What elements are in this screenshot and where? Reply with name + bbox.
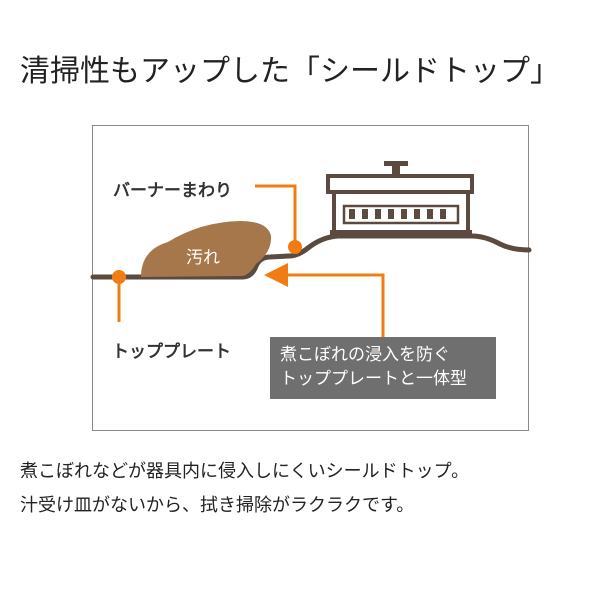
callout-line-2: トッププレートと一体型 xyxy=(280,369,467,389)
burner-icon xyxy=(326,161,474,236)
burner-area-label: バーナーまわり xyxy=(113,181,232,201)
burner-area-marker xyxy=(288,240,302,254)
top-plate-marker xyxy=(112,270,126,284)
description-line-2: 汁受け皿がないから、拭き掃除がラクラクです。 xyxy=(20,495,415,516)
arrow-connector xyxy=(282,273,385,337)
callout-box: 煮こぼれの浸入を防ぐ トッププレートと一体型 xyxy=(270,337,496,399)
arrow-head-icon xyxy=(264,263,288,287)
top-plate-surface xyxy=(90,233,532,280)
description: 煮こぼれなどが器具内に侵入しにくいシールドトップ。 汁受け皿がないから、拭き掃除… xyxy=(20,455,469,523)
description-line-1: 煮こぼれなどが器具内に侵入しにくいシールドトップ。 xyxy=(20,461,470,482)
page-title: 清掃性もアップした「シールドトップ」 xyxy=(20,54,560,89)
top-plate-label: トッププレート xyxy=(112,342,231,362)
dirt-blob xyxy=(141,221,272,277)
burner-area-leader xyxy=(255,184,297,246)
callout-line-1: 煮こぼれの浸入を防ぐ xyxy=(280,345,450,365)
dirt-label: 汚れ xyxy=(186,248,220,268)
